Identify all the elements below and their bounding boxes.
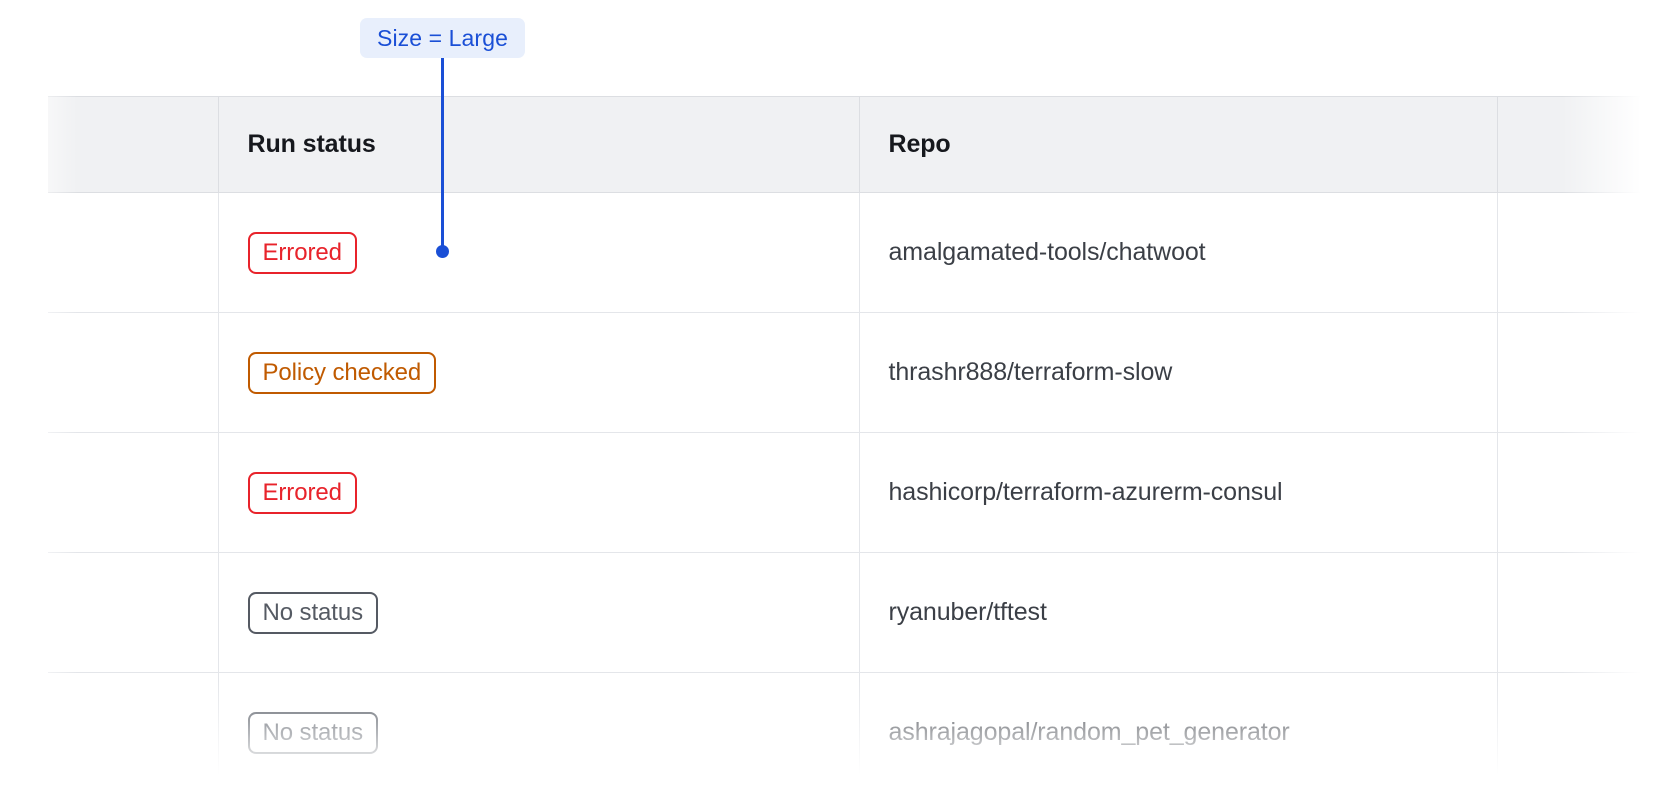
- run-status-table: Run status Repo Errored amalgamated-tool…: [48, 96, 1672, 788]
- cell-run-status: Errored: [218, 432, 860, 553]
- column-header-spacer: [48, 96, 219, 193]
- table-body: Errored amalgamated-tools/chatwoot Polic…: [48, 192, 1672, 788]
- cell-repo[interactable]: amalgamated-tools/chatwoot: [859, 192, 1498, 313]
- annotation-size-large-badge: Size = Large: [360, 18, 525, 58]
- status-badge[interactable]: Policy checked: [247, 351, 437, 394]
- cell-extra: [1497, 192, 1672, 313]
- cell-repo[interactable]: ashrajagopal/random_pet_generator: [859, 672, 1498, 788]
- column-header-run-status[interactable]: Run status: [218, 96, 860, 193]
- row-spacer-cell: [48, 432, 219, 553]
- annotation-connector-line: [441, 58, 444, 252]
- row-spacer-cell: [48, 192, 219, 313]
- cell-repo[interactable]: ryanuber/tftest: [859, 552, 1498, 673]
- cell-run-status: Policy checked: [218, 312, 860, 433]
- column-header-extra: [1497, 96, 1672, 193]
- table-row[interactable]: Errored amalgamated-tools/chatwoot: [48, 192, 1672, 313]
- table-header-row: Run status Repo: [48, 96, 1672, 193]
- cell-run-status: No status: [218, 672, 860, 788]
- cell-extra: [1497, 432, 1672, 553]
- cell-run-status: Errored: [218, 192, 860, 313]
- table-row[interactable]: Policy checked thrashr888/terraform-slow: [48, 312, 1672, 433]
- cell-repo[interactable]: hashicorp/terraform-azurerm-consul: [859, 432, 1498, 553]
- status-badge[interactable]: No status: [247, 591, 378, 634]
- status-badge[interactable]: Errored: [247, 471, 357, 514]
- cell-extra: [1497, 312, 1672, 433]
- status-badge[interactable]: No status: [247, 711, 378, 754]
- run-status-table-container: Run status Repo Errored amalgamated-tool…: [0, 96, 1672, 788]
- cell-extra: [1497, 552, 1672, 673]
- status-badge[interactable]: Errored: [247, 231, 357, 274]
- row-spacer-cell: [48, 312, 219, 433]
- table-row[interactable]: No status ashrajagopal/random_pet_genera…: [48, 672, 1672, 788]
- cell-extra: [1497, 672, 1672, 788]
- row-spacer-cell: [48, 672, 219, 788]
- cell-repo[interactable]: thrashr888/terraform-slow: [859, 312, 1498, 433]
- column-header-repo[interactable]: Repo: [859, 96, 1498, 193]
- table-row[interactable]: No status ryanuber/tftest: [48, 552, 1672, 673]
- annotation-connector-dot: [436, 245, 449, 258]
- table-header: Run status Repo: [48, 96, 1672, 193]
- table-row[interactable]: Errored hashicorp/terraform-azurerm-cons…: [48, 432, 1672, 553]
- cell-run-status: No status: [218, 552, 860, 673]
- row-spacer-cell: [48, 552, 219, 673]
